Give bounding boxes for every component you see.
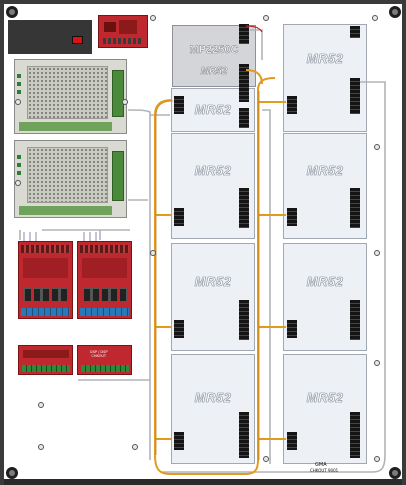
- relay-board-left: [18, 241, 73, 319]
- mr52-label: MR52: [194, 274, 232, 290]
- connector: [350, 78, 360, 114]
- connector: [350, 26, 360, 38]
- screw: [15, 180, 21, 186]
- screw: [374, 456, 380, 462]
- connector: [239, 24, 249, 44]
- screw: [374, 360, 380, 366]
- mp2250c-label: MP2250C: [189, 44, 239, 57]
- screw: [263, 15, 269, 21]
- connector: [287, 320, 297, 338]
- connector: [239, 300, 249, 340]
- connector: [174, 96, 184, 114]
- connector: [174, 320, 184, 338]
- bottom-edge: [4, 479, 402, 485]
- io-board-left: [18, 345, 73, 375]
- io-board-right-label: DSP / DSP CHKOUT: [90, 350, 108, 358]
- relay-board-right: [77, 241, 132, 319]
- mr52-label: MR52: [194, 102, 232, 118]
- corner-hole-bottom-right: [389, 467, 401, 479]
- power-supply-top: [14, 59, 127, 134]
- power-supply-bottom: [14, 140, 127, 218]
- connector: [174, 208, 184, 226]
- io-board-right: DSP / DSP CHKOUT: [77, 345, 132, 375]
- screw: [132, 444, 138, 450]
- connector: [239, 64, 249, 102]
- small-controller-board: [98, 15, 148, 48]
- mr52-label: MR52: [306, 163, 344, 179]
- power-switch-box: [8, 20, 92, 54]
- screw: [263, 456, 269, 462]
- screw: [15, 99, 21, 105]
- connector: [350, 412, 360, 458]
- screw: [372, 15, 378, 21]
- mr52-label: MR52: [194, 163, 232, 179]
- power-switch[interactable]: [72, 36, 83, 44]
- screw: [38, 444, 44, 450]
- screw: [122, 99, 128, 105]
- screw: [374, 250, 380, 256]
- connector: [239, 108, 249, 128]
- connector: [174, 432, 184, 450]
- mr52-label: MR52: [194, 390, 232, 406]
- corner-hole-top-right: [389, 6, 401, 18]
- connector: [287, 96, 297, 114]
- mr52-label: MR52: [306, 50, 344, 67]
- mr52-label: MR52: [306, 274, 344, 290]
- mr52-label: MR52: [306, 390, 344, 406]
- connector: [350, 188, 360, 228]
- screw: [150, 15, 156, 21]
- footer-label-bottom: CHKOUT 9001: [310, 468, 339, 473]
- connector: [350, 300, 360, 340]
- footer-label-top: GMA: [315, 462, 327, 468]
- screw: [374, 144, 380, 150]
- connector: [239, 188, 249, 228]
- connector: [287, 432, 297, 450]
- corner-hole-top-left: [6, 6, 18, 18]
- connector: [239, 412, 249, 458]
- connector: [287, 208, 297, 226]
- screw: [38, 402, 44, 408]
- corner-hole-bottom-left: [6, 467, 18, 479]
- mp2250c-sub-label: MR52: [200, 66, 228, 78]
- screw: [150, 250, 156, 256]
